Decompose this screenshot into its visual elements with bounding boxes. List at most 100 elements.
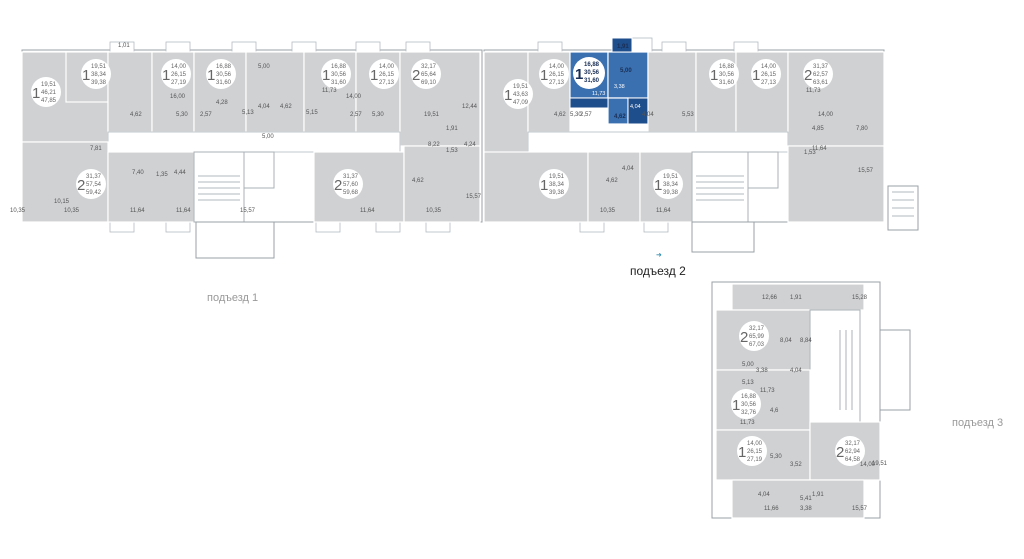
apartment-label-circle <box>803 59 833 89</box>
apartment-area-l: 31,37 <box>343 174 359 180</box>
balcony <box>425 221 451 233</box>
selected-balcony[interactable] <box>611 37 633 53</box>
apartment-area-t: 59,68 <box>343 190 359 196</box>
apartment-a2-rooms[interactable] <box>107 51 153 133</box>
room-area: 4,62 <box>412 178 424 184</box>
apartment-b3[interactable] <box>647 51 697 133</box>
selected-hall-area: 11,73 <box>592 91 605 97</box>
apartment-label-circle <box>411 59 441 89</box>
entrance-2-portico <box>691 221 755 253</box>
apartment-area-a: 26,15 <box>747 449 763 455</box>
apartment-area-l: 16,88 <box>719 64 735 70</box>
apartment-c2[interactable] <box>715 369 811 431</box>
apartment-b6[interactable] <box>483 151 589 223</box>
apartment-area-t: 47,85 <box>41 98 57 104</box>
apartment-area-t: 39,38 <box>91 80 107 86</box>
apartment-a4-rooms[interactable] <box>245 51 305 133</box>
entrance-1-label[interactable]: подъезд 1 <box>207 292 258 304</box>
corridor-2 <box>527 131 789 153</box>
selected-label-circle <box>573 57 605 89</box>
apartment-rooms: 2 <box>334 177 342 194</box>
stair-core-3 <box>809 309 861 423</box>
apartment-rooms: 1 <box>207 67 215 84</box>
entrance-2-label[interactable]: подъезд 2 <box>630 264 686 278</box>
room-area: 11,64 <box>656 208 671 214</box>
room-area: 4,6 <box>770 408 779 414</box>
room-area: 10,15 <box>54 199 70 205</box>
selected-kitchen-area: 5,00 <box>620 68 632 74</box>
room-area: 14,00 <box>860 462 876 468</box>
room-area: 5,00 <box>742 362 754 368</box>
room-area: 14,00 <box>346 94 362 100</box>
room-area: 4,04 <box>622 166 634 172</box>
selected-hall[interactable] <box>569 97 609 109</box>
apartment-area-t: 39,38 <box>549 190 565 196</box>
apartment-label-circle <box>333 169 363 199</box>
apartment-area-a: 30,56 <box>216 72 232 78</box>
apartment-b8[interactable] <box>787 145 885 223</box>
room-area: 1,35 <box>156 172 168 178</box>
room-area: 15,57 <box>858 168 874 174</box>
entrance-3-label[interactable]: подъезд 3 <box>952 417 1003 429</box>
apartment-rooms: 2 <box>836 444 844 461</box>
apartment-c5[interactable] <box>731 479 865 519</box>
apartment-c0[interactable] <box>731 283 865 311</box>
apartment-a9b[interactable] <box>403 145 481 223</box>
apartment-area-l: 14,00 <box>761 64 777 70</box>
room-area: 11,64 <box>812 146 827 152</box>
apartment-rooms: 2 <box>77 177 85 194</box>
apartment-area-a: 65,64 <box>421 72 437 78</box>
room-area: 7,40 <box>132 170 144 176</box>
entrance-1-portico <box>195 221 275 259</box>
room-area: 19,51 <box>424 112 440 118</box>
apartment-rooms: 2 <box>804 67 812 84</box>
balcony <box>733 41 759 53</box>
apartment-area-t: 64,58 <box>845 457 861 463</box>
room-area: 10,35 <box>64 208 80 214</box>
selected-kitchen[interactable] <box>607 51 649 99</box>
stairs-2 <box>696 175 744 201</box>
lift-2 <box>747 151 779 189</box>
apartment-area-t: 31,60 <box>331 80 347 86</box>
room-area: 14,00 <box>818 112 834 118</box>
apartment-area-a: 30,56 <box>719 72 735 78</box>
room-area: 7,81 <box>90 146 102 152</box>
room-area: 10,35 <box>10 208 26 214</box>
apartment-area-l: 16,88 <box>216 64 232 70</box>
wing-entrance-3 <box>711 281 911 519</box>
apartment-area-a: 57,60 <box>343 182 359 188</box>
apartment-a8-rooms[interactable] <box>107 151 195 223</box>
room-area: 19,51 <box>872 461 888 467</box>
apartment-area-l: 32,17 <box>421 64 437 70</box>
apartment-area-t: 47,09 <box>513 100 529 106</box>
apartment-area-a: 43,63 <box>513 92 529 98</box>
apartment-rooms: 1 <box>370 67 378 84</box>
apartment-area-t: 59,42 <box>86 190 102 196</box>
apartment-area-l: 31,37 <box>813 64 829 70</box>
selected-bathroom[interactable] <box>627 97 649 125</box>
apartment-b6-rooms[interactable] <box>587 151 641 223</box>
room-area: 3,38 <box>756 368 768 374</box>
balcony <box>315 221 341 233</box>
apartment-label-circle <box>81 59 111 89</box>
apartment-area-l: 14,00 <box>549 64 565 70</box>
apartment-area-t: 67,03 <box>749 342 765 348</box>
selected-apartment-labels: 1 16,88 30,56 31,60 5,00 3,38 11,73 4,04… <box>573 44 641 120</box>
room-area: 1,91 <box>812 492 824 498</box>
apartment-rooms: 1 <box>504 87 512 104</box>
room-area: 8,04 <box>780 338 792 344</box>
apartment-area-t: 27,13 <box>761 80 777 86</box>
apartment-rooms: 1 <box>710 67 718 84</box>
apartment-area-a: 38,34 <box>663 182 679 188</box>
apartment-area-l: 19,51 <box>41 82 57 88</box>
apartment-b5[interactable] <box>787 51 885 147</box>
selected-bath-area: 4,04 <box>630 104 641 110</box>
room-area: 15,28 <box>852 295 868 301</box>
room-area: 5,30 <box>570 112 582 118</box>
apartment-area-l: 16,88 <box>741 394 757 400</box>
room-area: 4,04 <box>758 492 770 498</box>
selected-corridor[interactable] <box>607 97 629 125</box>
balcony <box>375 221 401 233</box>
apartment-area-l: 19,51 <box>663 174 679 180</box>
